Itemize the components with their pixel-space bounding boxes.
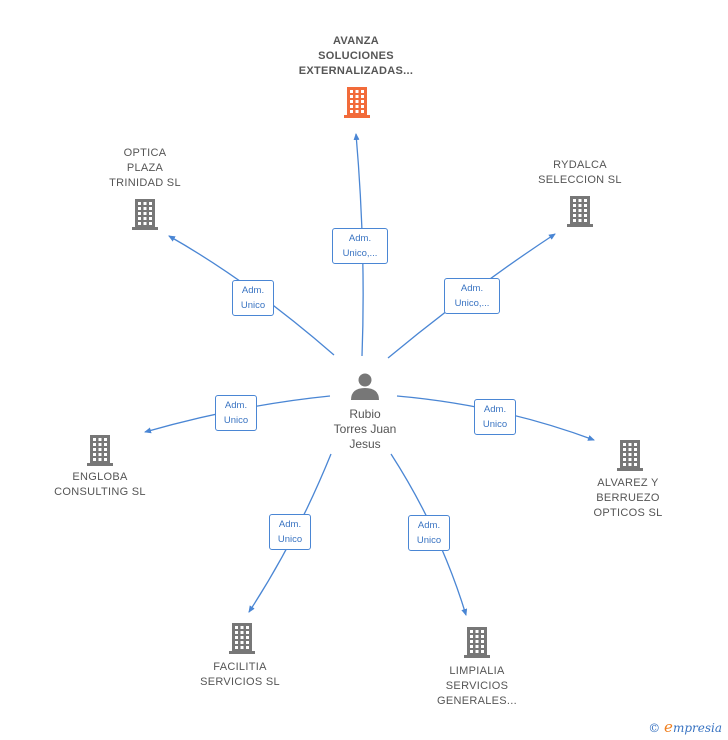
center-person-label[interactable]: Rubio Torres Juan Jesus [333,407,397,451]
relation-label-rydalca[interactable]: Adm. Unico,... [444,278,500,314]
company-label-facilitia[interactable]: FACILITIA SERVICIOS SL [200,661,280,688]
copyright-symbol: © [648,721,661,735]
company-label-limpialia[interactable]: LIMPIALIA SERVICIOS GENERALES... [436,665,517,707]
building-icon-optica[interactable] [132,199,158,230]
relation-label-alvarez[interactable]: Adm. Unico [474,399,516,435]
building-icon-avanza[interactable] [344,87,370,118]
building-icon-limpialia[interactable] [464,627,490,658]
edges-layer [144,133,595,616]
building-icon-engloba[interactable] [87,435,113,466]
relation-label-limpialia[interactable]: Adm. Unico [408,515,450,551]
relation-label-facilitia[interactable]: Adm. Unico [269,514,311,550]
company-label-avanza[interactable]: AVANZA SOLUCIONES EXTERNALIZADAS... [298,35,414,77]
company-label-engloba[interactable]: ENGLOBA CONSULTING SL [54,471,146,498]
nodes-layer [87,87,643,658]
company-label-rydalca[interactable]: RYDALCA SELECCION SL [538,159,622,186]
company-label-optica[interactable]: OPTICA PLAZA TRINIDAD SL [109,147,181,189]
building-icon-facilitia[interactable] [229,623,255,654]
brand-initial: e [664,718,673,736]
building-icon-alvarez[interactable] [617,440,643,471]
building-icon-rydalca[interactable] [567,196,593,227]
relation-label-optica[interactable]: Adm. Unico [232,280,274,316]
footer-brand: © empresia [648,718,722,736]
company-label-alvarez[interactable]: ALVAREZ Y BERRUEZO OPTICOS SL [593,477,663,519]
relation-label-avanza[interactable]: Adm. Unico,... [332,228,388,264]
brand-name: mpresia [672,721,722,735]
person-icon[interactable] [351,373,379,401]
relation-label-engloba[interactable]: Adm. Unico [215,395,257,431]
